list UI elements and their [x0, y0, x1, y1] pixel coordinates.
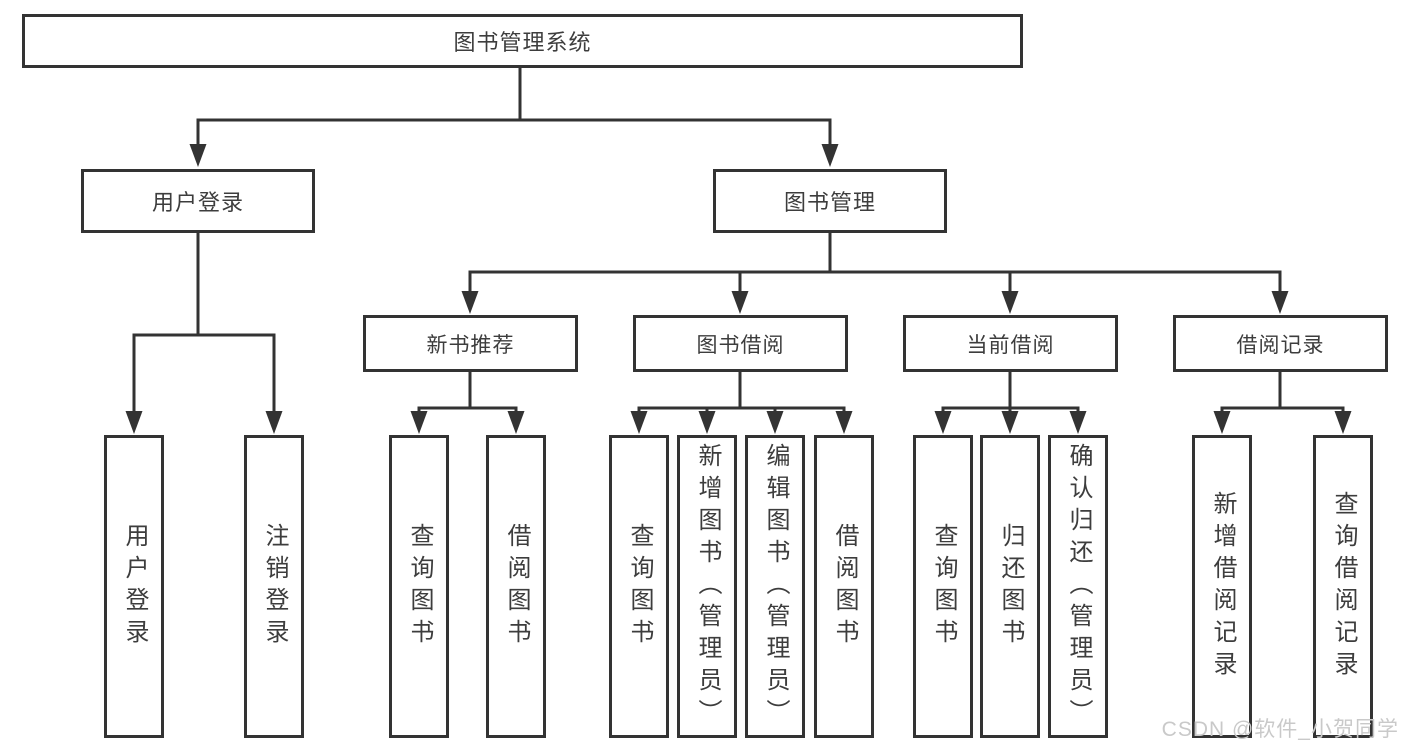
leaf-edit-books-admin: 编辑图书（管理员） [745, 435, 805, 738]
node-label: 新书推荐 [426, 333, 515, 357]
node-label: 当前借阅 [966, 333, 1055, 357]
node-label: 确认归还（管理员） [1065, 442, 1092, 731]
node-current-borrowing: 当前借阅 [903, 315, 1118, 372]
node-label: 新增图书（管理员） [694, 442, 721, 731]
leaf-add-books-admin: 新增图书（管理员） [677, 435, 737, 738]
node-label: 图书管理系统 [453, 30, 592, 55]
leaf-add-borrow-record: 新增借阅记录 [1192, 435, 1252, 738]
leaf-query-books-recommend: 查询图书 [389, 435, 449, 738]
node-label: 查询图书 [626, 522, 653, 651]
node-label: 借阅图书 [503, 522, 530, 651]
node-label: 编辑图书（管理员） [762, 442, 789, 731]
node-label: 图书管理 [783, 190, 876, 215]
node-label: 注销登录 [261, 522, 288, 651]
leaf-return-books: 归还图书 [980, 435, 1040, 738]
node-borrowing-records: 借阅记录 [1173, 315, 1388, 372]
node-label: 借阅图书 [831, 522, 858, 651]
arrowhead-icons [125, 144, 1352, 434]
node-library-management-system: 图书管理系统 [22, 14, 1023, 68]
node-label: 查询借阅记录 [1330, 490, 1357, 683]
leaf-user-login: 用户登录 [104, 435, 164, 738]
leaf-query-books-current: 查询图书 [913, 435, 973, 738]
node-book-borrowing: 图书借阅 [633, 315, 848, 372]
leaf-query-borrow-record: 查询借阅记录 [1313, 435, 1373, 738]
leaf-logout: 注销登录 [244, 435, 304, 738]
node-book-management: 图书管理 [713, 169, 947, 233]
node-user-login: 用户登录 [81, 169, 315, 233]
node-label: 用户登录 [151, 190, 244, 215]
csdn-watermark: CSDN @软件_小贺同学 [1161, 718, 1399, 741]
node-label: 查询图书 [406, 522, 433, 651]
leaf-borrow-books-recommend: 借阅图书 [486, 435, 546, 738]
leaf-borrow-books: 借阅图书 [814, 435, 874, 738]
node-label: 归还图书 [997, 522, 1024, 651]
node-label: 图书借阅 [696, 333, 785, 357]
node-label: 查询图书 [930, 522, 957, 651]
leaf-query-books-borrowing: 查询图书 [609, 435, 669, 738]
node-label: 用户登录 [121, 522, 148, 651]
node-label: 借阅记录 [1236, 333, 1325, 357]
node-label: 新增借阅记录 [1209, 490, 1236, 683]
node-new-book-recommendation: 新书推荐 [363, 315, 578, 372]
leaf-confirm-return-admin: 确认归还（管理员） [1048, 435, 1108, 738]
